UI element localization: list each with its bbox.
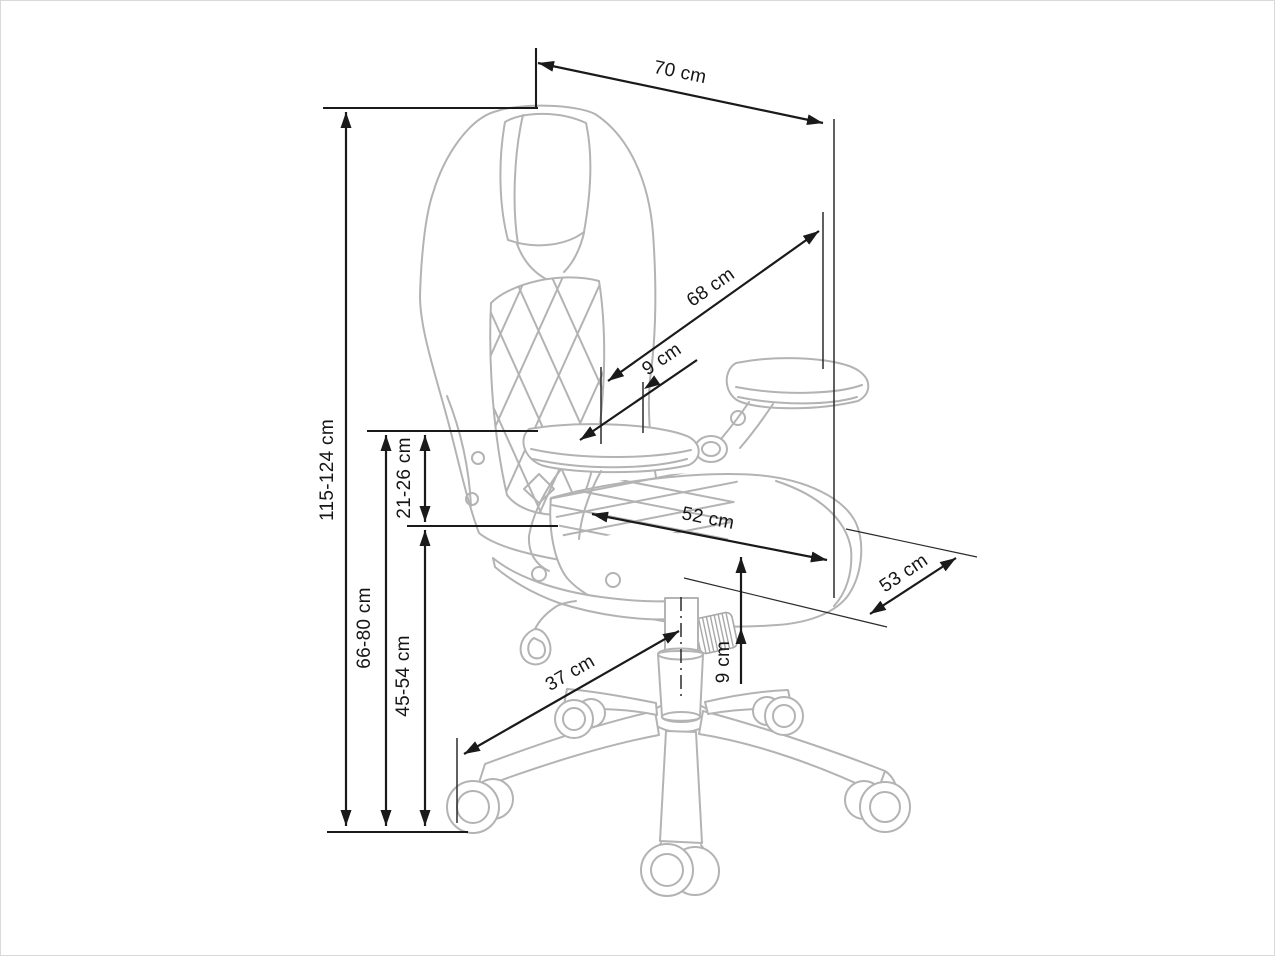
dim-seat-width-label: 53 cm bbox=[876, 550, 932, 597]
ext-seat-width-lower bbox=[683, 577, 888, 628]
headrest-neck-right bbox=[563, 232, 585, 273]
armrest-right bbox=[725, 357, 870, 410]
dim-backrest-length-line bbox=[607, 230, 820, 382]
dim-seat-to-armrest-label: 21-26 cm bbox=[394, 437, 415, 519]
dim-seat-height-label: 45-54 cm bbox=[393, 635, 414, 717]
dim-seat-thickness-label: 9 cm bbox=[713, 641, 734, 683]
seat-front-seam bbox=[775, 480, 853, 607]
dim-overall-height-label: 115-124 cm bbox=[317, 419, 338, 521]
backrest-screw-2 bbox=[465, 492, 479, 506]
caster-back-right bbox=[752, 696, 804, 736]
seat-thickness-arrow-2 bbox=[735, 628, 747, 644]
armrest-right-seam-2 bbox=[735, 384, 863, 394]
dim-overall-width-label: 70 cm bbox=[652, 57, 708, 88]
pan-screw-1 bbox=[531, 566, 547, 582]
headrest-crease bbox=[513, 114, 524, 245]
armrest-right-pivot-hole bbox=[730, 410, 746, 426]
dim-base-leg-line bbox=[463, 630, 680, 755]
seat-thickness-arrow-1 bbox=[735, 557, 747, 573]
armrest-right-support bbox=[720, 401, 774, 449]
tilt-lever bbox=[534, 600, 577, 630]
dim-overall-width-line bbox=[537, 60, 824, 126]
caster-front-center bbox=[640, 842, 720, 897]
ext-seat-width-upper bbox=[845, 528, 978, 558]
caster-right bbox=[844, 770, 911, 833]
armrest-left-diamond-cutout bbox=[523, 473, 555, 504]
base-leg-front-center bbox=[659, 730, 703, 844]
dim-backrest-thickness-line bbox=[579, 359, 698, 441]
dim-floor-to-armrest-label: 66-80 cm bbox=[354, 587, 375, 669]
armrest-left-bracket bbox=[527, 468, 602, 572]
backrest-thickness-arrow-2 bbox=[644, 375, 661, 389]
armrest-right-seam-1 bbox=[737, 396, 858, 405]
chair-drawing bbox=[419, 104, 911, 897]
armrest-left-seam-2 bbox=[530, 448, 692, 459]
backrest-screw-1 bbox=[471, 451, 485, 465]
dim-backrest-length-label: 68 cm bbox=[683, 264, 739, 312]
armrest-left bbox=[522, 423, 700, 474]
dim-seat-depth-line bbox=[591, 511, 828, 563]
dim-seat-width-line bbox=[869, 557, 957, 615]
backrest-thickness-arrow-1 bbox=[580, 426, 597, 440]
caster-front-left bbox=[446, 778, 514, 834]
armrest-right-ring-inner bbox=[701, 441, 721, 457]
pan-screw-2 bbox=[605, 572, 621, 588]
armrest-right-ring-outer bbox=[694, 435, 728, 463]
armrest-left-seam-1 bbox=[532, 458, 688, 469]
headrest-neck-left bbox=[516, 243, 547, 280]
